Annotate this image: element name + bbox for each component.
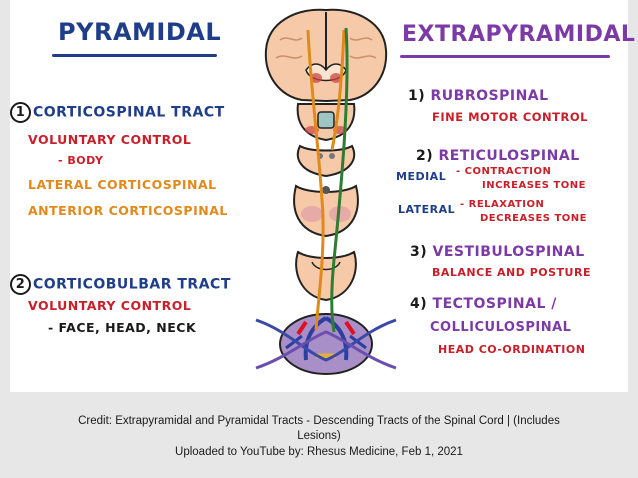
number-one-circle: 1 bbox=[10, 102, 31, 123]
colliculospinal-name: Colliculospinal bbox=[430, 320, 572, 335]
vestibulospinal-desc: Balance and Posture bbox=[432, 266, 591, 279]
cerebrum-illustration bbox=[264, 8, 388, 103]
vestibulospinal-name: Vestibulospinal bbox=[432, 244, 585, 260]
tectospinal-num: 4) bbox=[410, 296, 428, 312]
brain-spinal-illustration bbox=[255, 8, 397, 375]
reticulospinal-medial-label: Medial bbox=[396, 170, 447, 183]
corticobulbar-heading: 2Corticobulbar Tract bbox=[10, 274, 231, 295]
tectospinal-name: Tectospinal / bbox=[432, 296, 557, 312]
pyramidal-underline bbox=[52, 54, 217, 57]
reticulospinal-lateral-desc1: - Relaxation bbox=[460, 199, 545, 210]
number-two-circle: 2 bbox=[10, 274, 31, 295]
credit-line-2: Lesions) bbox=[297, 430, 341, 442]
reticulospinal-heading: 2) Reticulospinal bbox=[416, 148, 580, 164]
reticulospinal-medial-desc2: Increases Tone bbox=[482, 180, 586, 191]
rubrospinal-num: 1) bbox=[408, 88, 426, 104]
tectospinal-desc: Head Co-ordination bbox=[438, 343, 586, 356]
reticulospinal-num: 2) bbox=[416, 148, 434, 164]
credit-line-3: Uploaded to YouTube by: Rhesus Medicine,… bbox=[175, 446, 463, 458]
reticulospinal-lateral-label: Lateral bbox=[398, 203, 456, 216]
corticobulbar-face-head-neck: - Face, Head, Neck bbox=[48, 320, 197, 335]
pons-illustration bbox=[293, 184, 359, 238]
extrapyramidal-underline bbox=[400, 55, 610, 58]
corticobulbar-name: Corticobulbar Tract bbox=[33, 276, 231, 293]
corticospinal-heading: 1Corticospinal Tract bbox=[10, 102, 225, 123]
medulla-illustration bbox=[295, 250, 357, 302]
descending-tracts bbox=[306, 27, 349, 333]
slide: Pyramidal Extrapyramidal 1Corticospinal … bbox=[10, 0, 635, 392]
corticospinal-name: Corticospinal Tract bbox=[33, 104, 225, 121]
rubrospinal-desc: Fine Motor Control bbox=[432, 110, 588, 124]
reticulospinal-lateral-desc2: Decreases Tone bbox=[480, 213, 587, 224]
reticulospinal-name: Reticulospinal bbox=[438, 148, 580, 164]
lateral-corticospinal: Lateral Corticospinal bbox=[28, 177, 217, 192]
pons-upper-illustration bbox=[296, 144, 356, 178]
tectospinal-heading: 4) Tectospinal / bbox=[410, 296, 557, 312]
corticospinal-body: - Body bbox=[58, 154, 104, 167]
rubrospinal-name: Rubrospinal bbox=[430, 88, 549, 104]
credit-line-1: Credit: Extrapyramidal and Pyramidal Tra… bbox=[78, 415, 560, 427]
reticulospinal-medial-desc1: - Contraction bbox=[456, 166, 552, 177]
spinal-cord-illustration bbox=[255, 313, 397, 375]
corticobulbar-voluntary: Voluntary Control bbox=[28, 298, 192, 313]
pyramidal-title: Pyramidal bbox=[58, 18, 222, 46]
vestibulospinal-num: 3) bbox=[410, 244, 428, 260]
corticospinal-voluntary: Voluntary Control bbox=[28, 132, 192, 147]
rubrospinal-heading: 1) Rubrospinal bbox=[408, 88, 549, 104]
anterior-corticospinal: Anterior Corticospinal bbox=[28, 203, 228, 218]
vestibulospinal-heading: 3) Vestibulospinal bbox=[410, 244, 585, 260]
extrapyramidal-title: Extrapyramidal bbox=[402, 22, 636, 47]
